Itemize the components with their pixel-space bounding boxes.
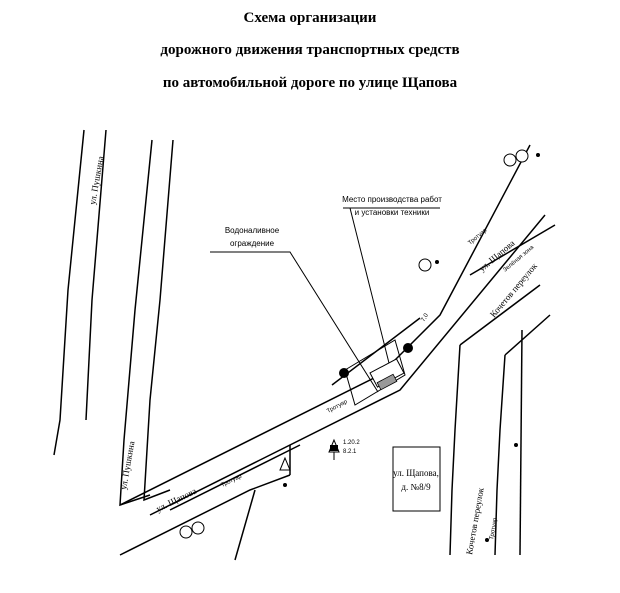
street-label-kochetov-lower: Кочетов переулок [464, 486, 486, 555]
building-8-9 [392, 446, 441, 512]
kochetov-sidewalk-edge [519, 329, 523, 556]
sidewalk-label-3: Тротуар [220, 473, 243, 488]
shchapova-green-zone-edge [469, 224, 556, 276]
road-sign-kochetov-icon [485, 443, 518, 542]
work-site-label-line1: Место производства работ [342, 195, 442, 204]
street-label-pushkina-bottom: ул. Пушкина [118, 440, 136, 490]
street-label-kochetov-upper: Кочетов переулок [488, 261, 540, 320]
barrier-leader-line [210, 251, 379, 393]
shchapova-road-edge-north [119, 144, 531, 506]
kochetov-road-edge-top2 [504, 314, 551, 356]
road-sign-group-bottom-left-icon [179, 521, 205, 539]
building-address-line2: д. №8/9 [401, 482, 431, 492]
shchapova-road-edge-south [149, 214, 546, 516]
pushkina-road-edge-inner-left [119, 139, 153, 507]
pushkina-road-edge-outer-right [85, 129, 107, 421]
road-sign-pedestrian-warning-icon [328, 438, 340, 460]
building-address-line1: ул. Щапова, [393, 468, 439, 478]
sign-codes-2: 8.2.1 [343, 449, 357, 455]
kochetov-road-edge-left [449, 344, 461, 556]
work-site-label-line2: и установки техники [355, 208, 430, 217]
width-mark-label: 7,0 [421, 312, 431, 323]
title-line-3: по автомобильной дороге по улице Щапова [162, 75, 458, 91]
kochetov-road-edge-right [494, 354, 506, 556]
road-sign-group-top-right-icon [503, 149, 540, 167]
work-zone-marker [344, 339, 406, 406]
pushkina-road-edge-outer-left [53, 129, 85, 456]
title-line-2: дорожного движения транспортных средств [160, 42, 460, 58]
water-barrier [376, 373, 398, 391]
road-sign-no-entry-icon [339, 343, 413, 378]
barrier-label-line2: ограждение [230, 239, 275, 248]
road-sign-side-road-icon [279, 456, 291, 487]
shchapova-bottom-edge [119, 474, 291, 556]
sign-codes-1: 1.20.2 [343, 440, 360, 446]
street-label-pushkina-top: ул. Пушкина [87, 155, 105, 205]
sidewalk-label-2: Тротуар [326, 399, 349, 415]
pushkina-road-edge-inner-right [143, 139, 174, 502]
kochetov-road-edge-top [459, 284, 541, 346]
work-site-leader-line [343, 207, 440, 376]
title-line-1: Схема организации [243, 10, 377, 26]
side-road-bottom [234, 489, 256, 561]
road-sign-group-middle-icon [418, 258, 439, 272]
barrier-label-line1: Водоналивное [225, 226, 280, 235]
shchapova-sidewalk-south [169, 444, 301, 511]
sidewalk-label-4: Тротуар [489, 517, 499, 541]
